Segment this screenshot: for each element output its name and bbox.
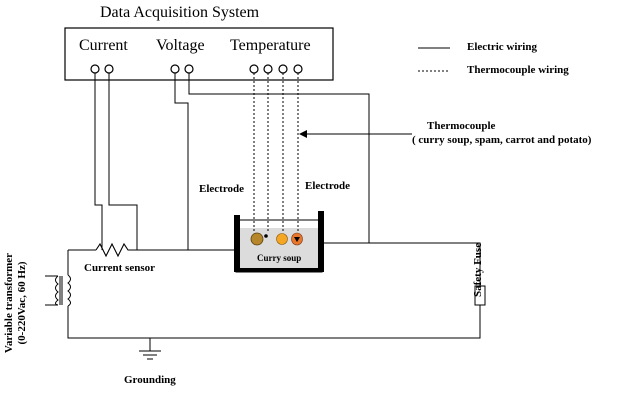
thermocouple-wiring xyxy=(253,73,299,232)
legend-thermocouple-label: Thermocouple wiring xyxy=(467,64,569,76)
temperature-terminal-1 xyxy=(249,64,259,74)
temperature-terminal-2 xyxy=(263,64,273,74)
current-terminal-1 xyxy=(90,64,100,74)
carrot-sample xyxy=(276,233,288,245)
thermocouple-pointer-head xyxy=(299,130,307,138)
transformer-label-line1: Variable transformer xyxy=(3,252,15,354)
grounding-label: Grounding xyxy=(124,374,176,386)
transformer-label-line2: (0-220Vac, 60 Hz) xyxy=(16,261,28,345)
left-electrode-plate xyxy=(234,215,240,272)
voltage-terminal-2 xyxy=(184,64,194,74)
right-electrode-label: Electrode xyxy=(305,180,351,192)
daq-current-label: Current xyxy=(79,37,128,54)
voltage-terminal-1 xyxy=(170,64,180,74)
daq-terminals xyxy=(90,64,303,74)
current-sensor-resistor xyxy=(95,242,131,258)
daq-title: Data Acquisition System xyxy=(100,4,260,21)
vessel-bottom xyxy=(236,268,322,272)
potato-probe-tip xyxy=(294,237,300,242)
ground-symbol xyxy=(139,350,161,360)
transformer-coil xyxy=(45,274,71,307)
curry-soup-label: Curry soup xyxy=(257,253,302,263)
temperature-terminal-4 xyxy=(293,64,303,74)
transformer-label: Variable transformer (0-220Vac, 60 Hz) xyxy=(3,243,29,363)
daq-voltage-label: Voltage xyxy=(156,37,205,54)
right-electrode-plate xyxy=(318,211,324,272)
legend-electric-label: Electric wiring xyxy=(467,41,537,53)
electric-wiring xyxy=(67,73,481,351)
thermocouple-title: Thermocouple xyxy=(427,120,496,132)
safety-fuse xyxy=(474,285,486,306)
current-sensor-label: Current sensor xyxy=(84,262,155,274)
spam-sample xyxy=(250,232,264,246)
safety-fuse-label: Safety Fuse xyxy=(472,242,484,297)
thermocouple-detail: ( curry soup, spam, carrot and potato) xyxy=(412,134,592,146)
left-electrode-label: Electrode xyxy=(199,183,245,195)
potato-center-marker xyxy=(264,234,268,238)
temperature-terminal-3 xyxy=(278,64,288,74)
current-terminal-2 xyxy=(104,64,114,74)
daq-temperature-label: Temperature xyxy=(230,37,311,54)
